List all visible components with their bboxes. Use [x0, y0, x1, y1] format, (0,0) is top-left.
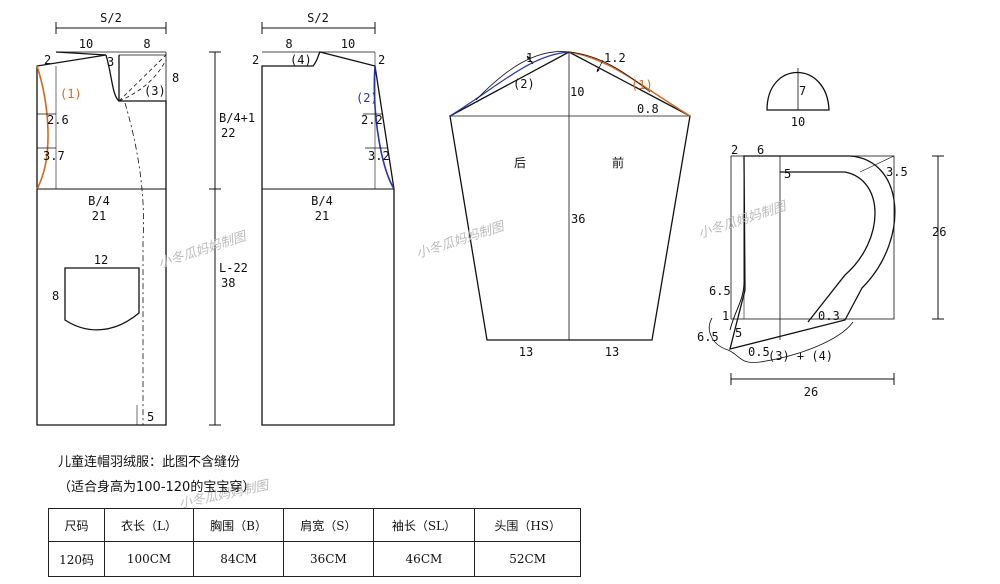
front-neck-width: 10 — [341, 37, 355, 51]
front-shoulder-drop-right: 2 — [378, 53, 385, 67]
watermark-2: 小冬瓜妈妈制图 — [415, 219, 508, 262]
armhole-depth-value: 22 — [221, 126, 235, 140]
back-bodice-outline — [36, 51, 167, 426]
sleeve-length: 36 — [571, 212, 585, 226]
back-armhole-mark: (1) — [60, 87, 82, 101]
back-bust-value: 21 — [92, 209, 106, 223]
header-size: 尺码 — [47, 508, 106, 542]
header-sleeve: 袖长（SL） — [372, 508, 476, 542]
back-neckline — [105, 54, 120, 102]
cell-shoulder: 36CM — [283, 541, 374, 577]
front-bodice-outline — [261, 51, 395, 426]
hood-inner: 5 — [784, 167, 791, 181]
hood-ear — [766, 68, 830, 111]
sleeve-hem-left: 13 — [519, 345, 533, 359]
sleeve-back-mark: (2) — [513, 77, 535, 91]
hood-corner: 3.5 — [886, 165, 908, 179]
cell-length: 100CM — [104, 541, 194, 577]
cell-sleeve: 46CM — [372, 541, 476, 577]
back-neck-width: 10 — [79, 37, 93, 51]
header-bust: 胸围（B） — [192, 508, 285, 542]
hood-w2: 6 — [757, 143, 764, 157]
front-armhole-mark: (2) — [356, 91, 378, 105]
front-bust-formula: B/4 — [311, 194, 333, 208]
back-bodice — [36, 22, 167, 426]
front-facing-mark: (4) — [290, 53, 312, 67]
hood-width: 26 — [804, 385, 818, 399]
pocket-height: 8 — [52, 289, 59, 303]
hood-ear-outline — [766, 72, 830, 111]
header-length: 衣长（L） — [104, 508, 194, 542]
length-value: 38 — [221, 276, 235, 290]
side-dimensions — [209, 51, 221, 426]
sleeve-front-offset: 1.2 — [604, 51, 626, 65]
armhole-depth-formula: B/4+1 — [219, 111, 255, 125]
back-shoulder-drop: 2 — [44, 53, 51, 67]
ear-height: 7 — [799, 84, 806, 98]
sleeve-front-label: 前 — [612, 155, 624, 170]
cell-bust: 84CM — [192, 541, 285, 577]
hood-match: (3) + (4) — [768, 349, 833, 363]
size-table-header-row: 尺码 衣长（L） 胸围（B） 肩宽（S） 袖长（SL） 头围（HS） — [47, 508, 581, 542]
back-facing-mark: (3) — [144, 84, 166, 98]
sleeve-cap-height: 10 — [570, 85, 584, 99]
sleeve — [449, 51, 691, 341]
sleeve-cap-ease-curve — [475, 51, 651, 101]
hood-bottom-left: 5 — [735, 326, 742, 340]
sleeve-back-cap-curve — [449, 51, 570, 117]
ear-width: 10 — [791, 115, 805, 129]
back-armhole-a: 2.6 — [47, 113, 69, 127]
back-top-dim-label: S/2 — [100, 11, 122, 25]
back-pocket — [64, 267, 140, 331]
pocket-width: 12 — [94, 253, 108, 267]
header-shoulder: 肩宽（S） — [283, 508, 374, 542]
sleeve-front-mark: (1) — [631, 78, 653, 92]
cell-head: 52CM — [474, 541, 581, 577]
hood-w1: 2 — [731, 143, 738, 157]
length-formula: L-22 — [219, 261, 248, 275]
back-shoulder-width: 8 — [143, 37, 150, 51]
back-center-front-line — [124, 102, 144, 425]
front-bodice — [261, 22, 395, 426]
sleeve-outline — [449, 51, 691, 341]
hem-extension: 5 — [147, 410, 154, 424]
header-head: 头围（HS） — [474, 508, 581, 542]
back-neck-depth: 8 — [172, 71, 179, 85]
front-armhole-curve — [373, 65, 395, 190]
note-line-1: 儿童连帽羽绒服：此图不含缝份 — [58, 455, 241, 470]
front-armhole-b: 3.2 — [368, 149, 390, 163]
hood-small: 1 — [722, 309, 729, 323]
watermark-3: 小冬瓜妈妈制图 — [697, 199, 790, 242]
hood-match-bracket — [708, 317, 854, 363]
back-neck-step: 3 — [107, 55, 114, 69]
front-shoulder-width: 8 — [285, 37, 292, 51]
sleeve-back-offset: 1 — [526, 51, 533, 65]
front-bust-value: 21 — [315, 209, 329, 223]
sleeve-hem-right: 13 — [605, 345, 619, 359]
hood-inner-curve — [780, 171, 876, 323]
hood-grid-box — [730, 155, 895, 320]
hood-curve-a: 6.5 — [709, 284, 731, 298]
size-table: 尺码 衣长（L） 胸围（B） 肩宽（S） 袖长（SL） 头围（HS） 120码 … — [47, 508, 581, 577]
note-line-2: （适合身高为100-120的宝宝穿） — [58, 480, 256, 495]
sleeve-back-label: 后 — [514, 156, 526, 170]
hood-height: 26 — [932, 225, 946, 239]
front-shoulder-drop: 2 — [252, 53, 259, 67]
size-table-row: 120码 100CM 84CM 36CM 46CM 52CM — [47, 541, 581, 577]
back-armhole-b: 3.7 — [43, 149, 65, 163]
hood-outer-outline — [729, 155, 896, 350]
back-bust-formula: B/4 — [88, 194, 110, 208]
hood — [708, 155, 944, 385]
cell-size: 120码 — [47, 541, 106, 577]
sleeve-front-cap-curve — [568, 51, 691, 117]
hood-curve-b: 6.5 — [697, 330, 719, 344]
hood-bottom-c: 0.5 — [748, 345, 770, 359]
hood-bottom-d: 0.3 — [818, 309, 840, 323]
sleeve-cap-side: 0.8 — [637, 102, 659, 116]
front-top-dim-label: S/2 — [307, 11, 329, 25]
front-armhole-a: 2.2 — [361, 113, 383, 127]
back-armhole-curve — [36, 65, 49, 190]
